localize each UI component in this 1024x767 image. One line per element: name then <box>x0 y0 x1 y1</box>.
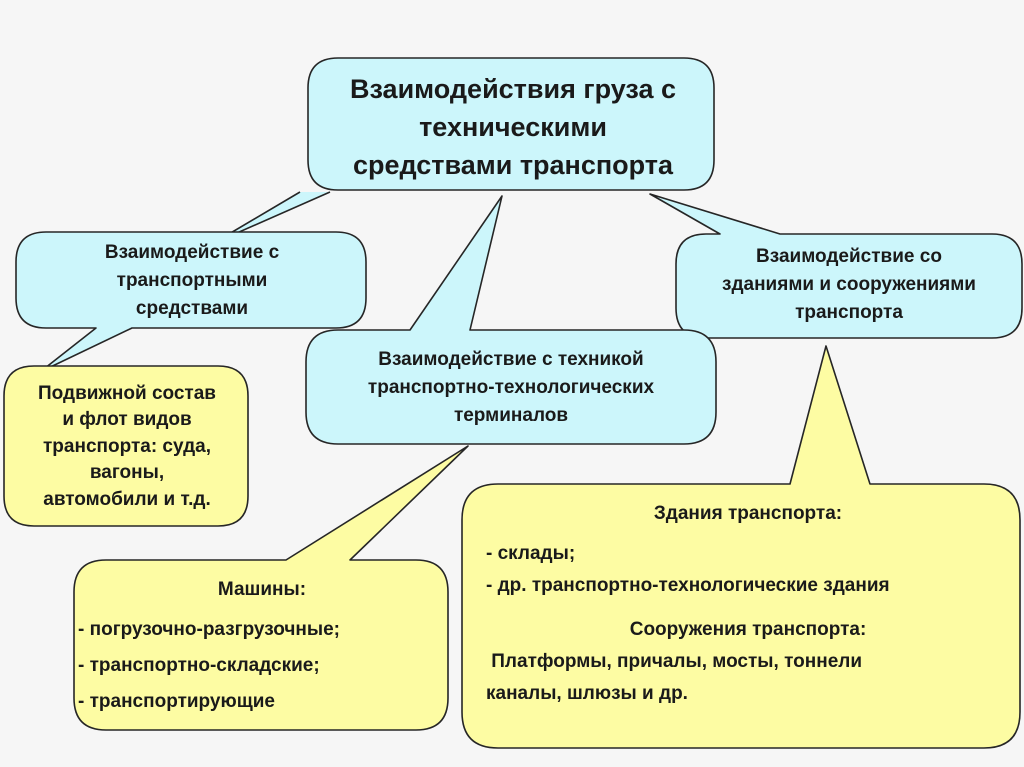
machines-item: - транспортно-складские; <box>78 655 320 676</box>
rolling-stock-callout <box>3 365 249 527</box>
structures-item: Платформы, причалы, мосты, тоннели <box>486 651 863 672</box>
terminals-label-line: Взаимодействие с техникой <box>378 349 644 370</box>
rolling-stock-line: Подвижной состав <box>38 382 216 404</box>
terminals-label-line: терминалов <box>453 405 569 426</box>
rolling-stock-line: автомобили и т.д. <box>43 488 211 510</box>
buildings-label-line: транспорта <box>795 302 903 323</box>
main-title-line: средствами транспорта <box>352 150 674 180</box>
buildings-label-line: Взаимодействие со <box>756 246 942 267</box>
terminals-callout <box>305 195 717 445</box>
main-title-line: Взаимодействия груза с <box>349 74 677 104</box>
rolling-stock-line: вагоны, <box>89 462 165 484</box>
buildings-label: Взаимодействие со зданиями и сооружениям… <box>678 240 1020 330</box>
machines-text: Машины: - погрузочно-разгрузочные; - тра… <box>78 566 446 726</box>
vehicles-label-line: Взаимодействие с <box>104 242 280 263</box>
terminals-label-line: транспортно-технологических <box>367 377 655 398</box>
main-title-line: техническими <box>419 112 607 142</box>
terminals-label: Взаимодействие с техникой транспортно-те… <box>310 336 712 440</box>
vehicles-callout <box>15 231 367 373</box>
machines-heading: Машины: <box>217 579 307 600</box>
rolling-stock-line: транспорта: суда, <box>42 435 211 457</box>
buildings-callout <box>649 193 1023 339</box>
rolling-stock-line: и флот видов <box>62 409 192 431</box>
main-title: Взаимодействия груза с техническими сред… <box>318 64 708 190</box>
machines-item: - погрузочно-разгрузочные; <box>78 619 340 640</box>
rolling-stock-text: Подвижной состав и флот видов транспорта… <box>8 372 246 522</box>
machines-item: - транспортирующие <box>78 691 275 712</box>
buildings-list-callout <box>461 345 1021 749</box>
vehicles-label-line: транспортными <box>116 270 268 291</box>
main-callout <box>307 57 715 191</box>
machines-callout <box>73 445 469 731</box>
vehicles-label-line: средствами <box>135 298 249 319</box>
buildings-list-text: Здания транспорта: - склады; - др. транс… <box>486 492 1010 742</box>
vehicles-label: Взаимодействие с транспортными средствам… <box>22 238 362 324</box>
buildings-list-heading: Здания транспорта: <box>653 503 843 524</box>
structures-item: каналы, шлюзы и др. <box>486 683 688 704</box>
buildings-label-line: зданиями и сооружениями <box>722 274 976 295</box>
structures-heading: Сооружения транспорта: <box>629 619 867 640</box>
buildings-list-item: - др. транспортно-технологические здания <box>486 575 890 596</box>
buildings-list-item: - склады; <box>486 543 576 564</box>
